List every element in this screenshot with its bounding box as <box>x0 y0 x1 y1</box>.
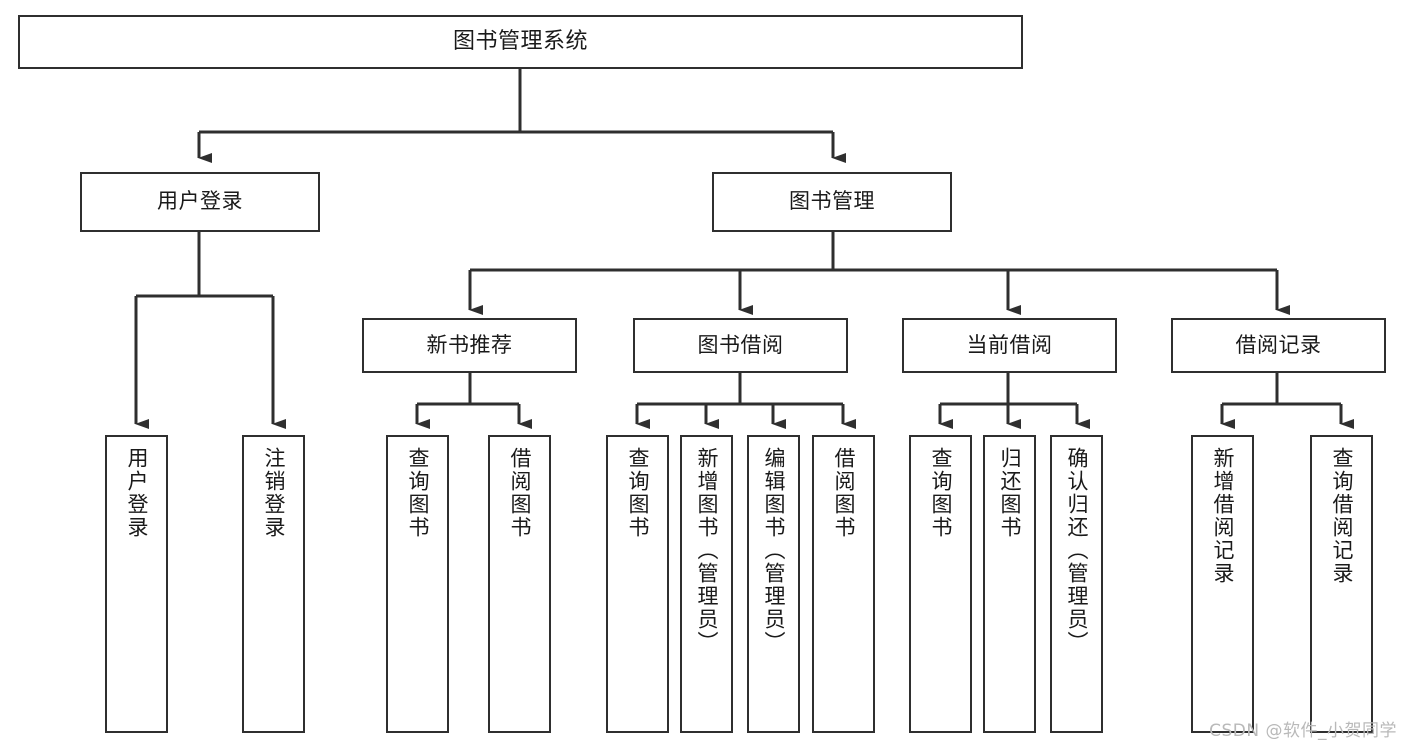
leaf-borrow-book[interactable]: 借阅图书 <box>812 435 875 733</box>
leaf-label: 注销登录 <box>261 447 286 539</box>
leaf-label: 新增图书（管理员） <box>694 447 719 654</box>
leaf-label: 查询图书 <box>625 447 650 539</box>
node-label: 用户登录 <box>157 189 243 214</box>
node-label: 图书管理 <box>789 189 875 214</box>
leaf-label: 借阅图书 <box>507 447 532 539</box>
leaf-user-login[interactable]: 用户登录 <box>105 435 168 733</box>
node-borrow-records[interactable]: 借阅记录 <box>1171 318 1386 373</box>
leaf-label: 借阅图书 <box>831 447 856 539</box>
node-label: 新书推荐 <box>426 332 513 357</box>
node-label: 当前借阅 <box>966 332 1053 357</box>
leaf-query-book-recommend[interactable]: 查询图书 <box>386 435 449 733</box>
leaf-edit-book-admin[interactable]: 编辑图书（管理员） <box>747 435 800 733</box>
leaf-label: 归还图书 <box>997 447 1022 539</box>
node-new-book-recommend[interactable]: 新书推荐 <box>362 318 577 373</box>
leaf-return-book[interactable]: 归还图书 <box>983 435 1036 733</box>
node-label: 借阅记录 <box>1235 332 1322 357</box>
node-label: 图书管理系统 <box>452 28 588 54</box>
node-current-borrow[interactable]: 当前借阅 <box>902 318 1117 373</box>
leaf-label: 查询图书 <box>405 447 430 539</box>
node-book-management[interactable]: 图书管理 <box>712 172 952 232</box>
node-book-borrow[interactable]: 图书借阅 <box>633 318 848 373</box>
node-label: 图书借阅 <box>697 332 784 357</box>
leaf-label: 查询图书 <box>928 447 953 539</box>
leaf-label: 新增借阅记录 <box>1210 447 1235 585</box>
leaf-label: 编辑图书（管理员） <box>761 447 786 654</box>
leaf-label: 查询借阅记录 <box>1329 447 1354 585</box>
node-root-book-management-system[interactable]: 图书管理系统 <box>18 15 1023 69</box>
leaf-add-book-admin[interactable]: 新增图书（管理员） <box>680 435 733 733</box>
leaf-confirm-return-admin[interactable]: 确认归还（管理员） <box>1050 435 1103 733</box>
leaf-label: 用户登录 <box>124 447 149 539</box>
leaf-query-borrow-record[interactable]: 查询借阅记录 <box>1310 435 1373 733</box>
leaf-query-book-borrow[interactable]: 查询图书 <box>606 435 669 733</box>
watermark-csdn: CSDN @软件_小贺同学 <box>1209 721 1397 741</box>
leaf-add-borrow-record[interactable]: 新增借阅记录 <box>1191 435 1254 733</box>
leaf-label: 确认归还（管理员） <box>1064 447 1089 654</box>
leaf-query-book-current[interactable]: 查询图书 <box>909 435 972 733</box>
leaf-logout[interactable]: 注销登录 <box>242 435 305 733</box>
leaf-borrow-book-recommend[interactable]: 借阅图书 <box>488 435 551 733</box>
node-user-login[interactable]: 用户登录 <box>80 172 320 232</box>
